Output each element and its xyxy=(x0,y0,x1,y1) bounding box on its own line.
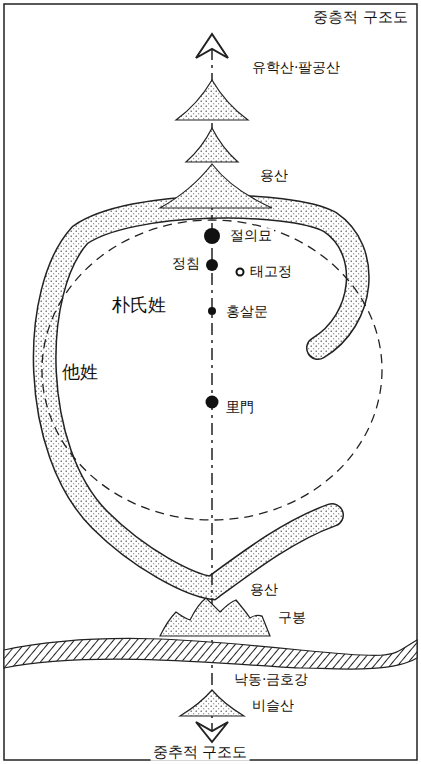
mountain-name: 구봉 xyxy=(276,610,308,625)
site-dot xyxy=(206,396,219,409)
mountain-name: 유학산·팔공산 xyxy=(250,60,342,75)
mountain-name: 비슬산 xyxy=(250,698,296,713)
mountain xyxy=(176,80,248,120)
diagram-caption: 중추적 구조도 xyxy=(151,744,250,761)
arrow-down xyxy=(196,722,228,742)
mountain-name: 용산 xyxy=(258,168,290,183)
site-name: 정침 xyxy=(170,256,202,271)
site-dot xyxy=(204,228,220,244)
clan-name: 朴氏姓 xyxy=(110,295,168,315)
mountain xyxy=(160,164,272,208)
mountain xyxy=(186,128,238,162)
arrow-up xyxy=(196,34,228,58)
mountain-range xyxy=(160,598,270,636)
site-name: 里門 xyxy=(224,400,256,415)
site-dot xyxy=(237,269,244,276)
site-name: 홍살문 xyxy=(224,304,270,319)
mountain xyxy=(180,690,244,716)
site-name: 태고정 xyxy=(248,264,294,279)
clan-name: 他姓 xyxy=(60,362,100,382)
river-name: 낙동·금호강 xyxy=(232,672,310,687)
river xyxy=(4,638,417,669)
site-name: 절의묘 xyxy=(228,228,274,243)
site-dot xyxy=(208,307,216,315)
diagram-title: 중층적 구조도 xyxy=(311,9,410,26)
frame xyxy=(4,4,417,760)
mountain-name: 용산 xyxy=(248,582,280,597)
site-dot xyxy=(206,259,218,271)
